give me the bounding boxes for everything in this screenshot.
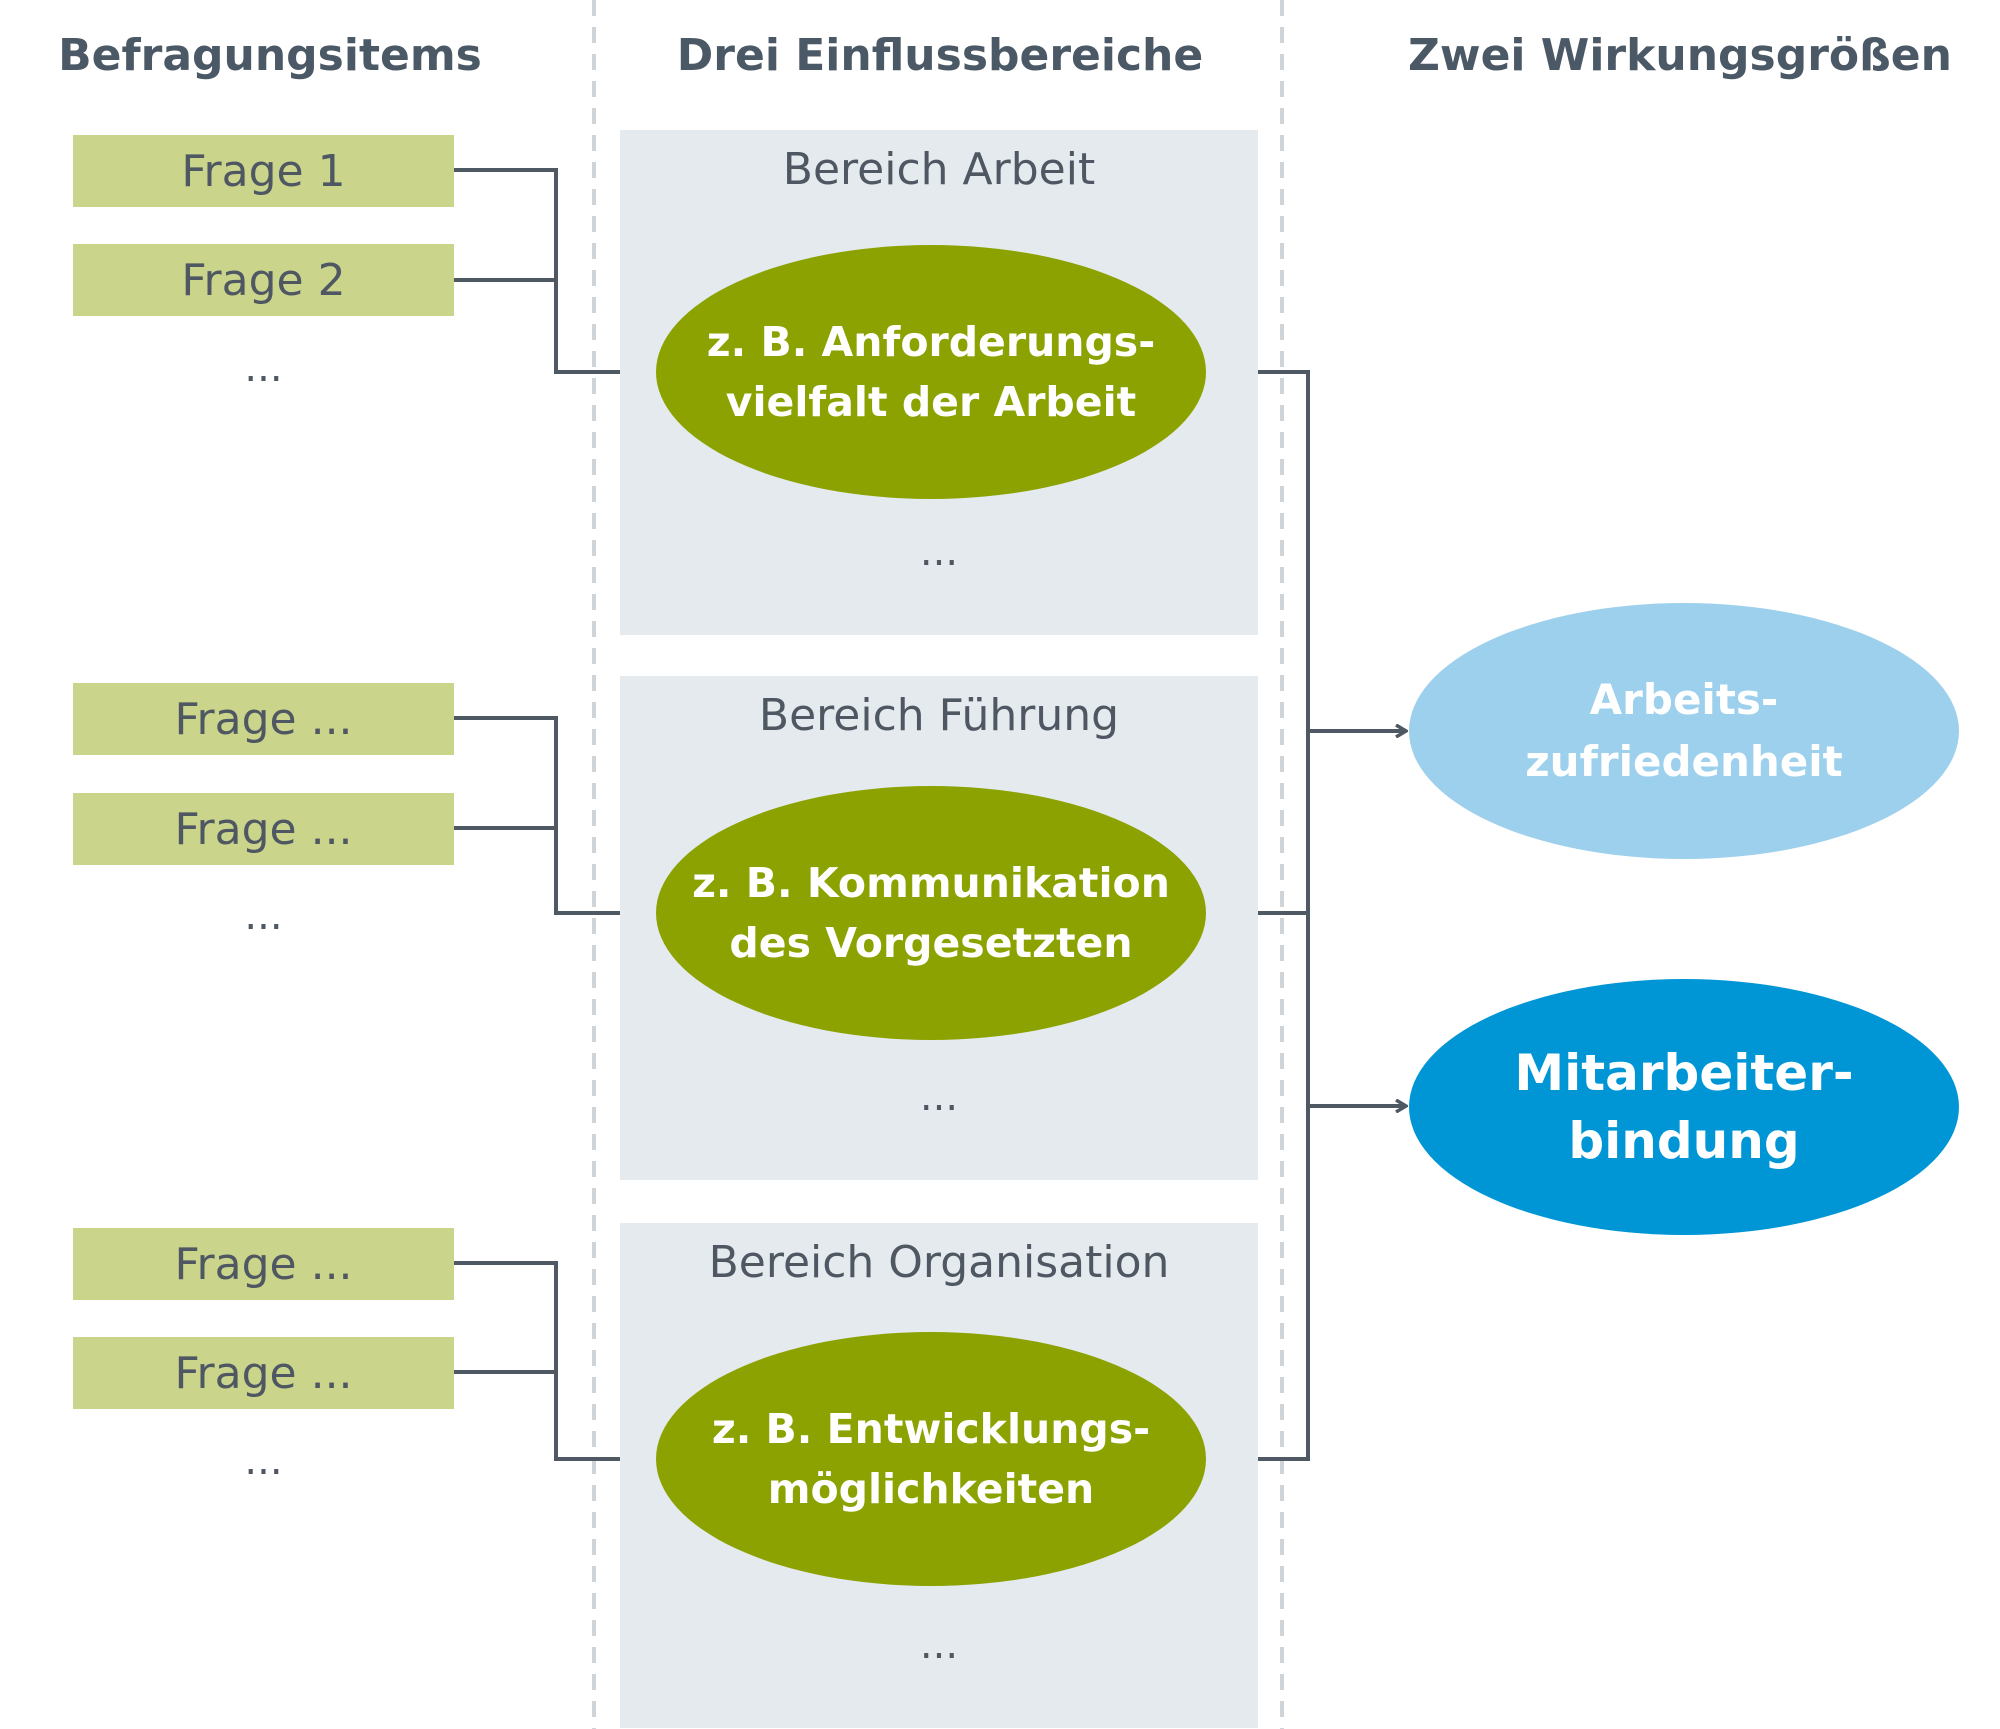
- outcome-label-line2: zufriedenheit: [1525, 737, 1843, 786]
- outcome-label-line1: Mitarbeiter-: [1514, 1044, 1854, 1102]
- header-befragungsitems: Befragungsitems: [58, 30, 482, 81]
- header-wirkungsgroessen: Zwei Wirkungsgrößen: [1408, 30, 1952, 81]
- factor-ellipse-arbeit: z. B. Anforderungs- vielfalt der Arbeit: [656, 245, 1206, 499]
- factor-ellipse-fuehrung: z. B. Kommunikation des Vorgesetzten: [656, 786, 1206, 1040]
- connector-group2: [454, 716, 660, 915]
- factor-label-line2: des Vorgesetzten: [729, 919, 1133, 967]
- question-box: Frage ...: [73, 683, 454, 755]
- outcome-label-line1: Arbeits-: [1589, 675, 1779, 724]
- more-factors: ...: [919, 529, 959, 575]
- connector-group3: [454, 1261, 660, 1461]
- more-questions: ...: [244, 1438, 283, 1484]
- more-factors: ...: [919, 1074, 959, 1120]
- outcome-label-line2: bindung: [1568, 1112, 1800, 1170]
- panel-title: Bereich Organisation: [708, 1237, 1170, 1288]
- outcome-arbeitszufriedenheit: Arbeits- zufriedenheit: [1409, 603, 1959, 859]
- more-factors: ...: [919, 1622, 959, 1668]
- question-box: Frage ...: [73, 1337, 454, 1409]
- connector-group1: [454, 168, 660, 374]
- factor-label-line1: z. B. Entwicklungs-: [711, 1405, 1151, 1453]
- question-box: Frage 2: [73, 244, 454, 316]
- panel-title: Bereich Arbeit: [782, 144, 1096, 195]
- question-box: Frage ...: [73, 793, 454, 865]
- factor-label-line2: möglichkeiten: [767, 1465, 1095, 1513]
- factor-label-line1: z. B. Anforderungs-: [706, 318, 1156, 366]
- header-einflussbereiche: Drei Einflussbereiche: [676, 30, 1204, 81]
- factor-label-line1: z. B. Kommunikation: [692, 859, 1170, 907]
- question-box: Frage 1: [73, 135, 454, 207]
- question-box: Frage ...: [73, 1228, 454, 1300]
- panel-title: Bereich Führung: [758, 690, 1120, 741]
- more-questions: ...: [244, 345, 283, 391]
- factor-label-line2: vielfalt der Arbeit: [725, 378, 1137, 426]
- factor-ellipse-organisation: z. B. Entwicklungs- möglichkeiten: [656, 1332, 1206, 1586]
- more-questions: ...: [244, 893, 283, 939]
- outcome-mitarbeiterbindung: Mitarbeiter- bindung: [1409, 979, 1959, 1235]
